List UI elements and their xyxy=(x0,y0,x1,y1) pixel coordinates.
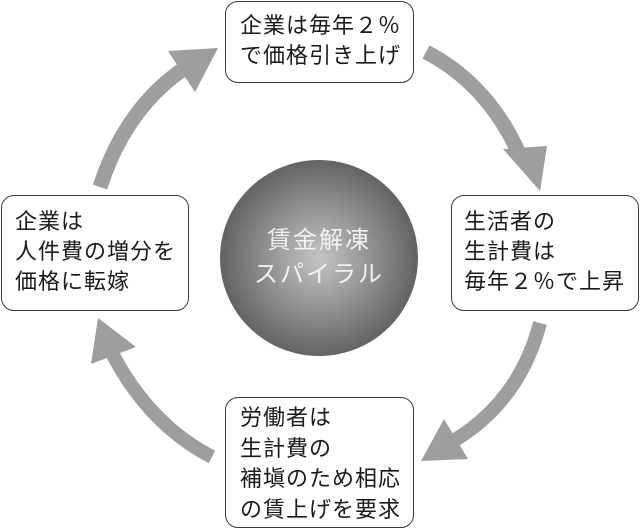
step-text-line: 企業は毎年２％ xyxy=(240,14,402,39)
step-text-line: の賃上げを要求 xyxy=(240,497,402,523)
step-text-line: 生計費は xyxy=(464,240,557,265)
arrow-top-to-right xyxy=(422,45,547,191)
step-text-line: 労働者は xyxy=(240,406,333,431)
step-box-living-cost-rise: 生活者の 生計費は 毎年２％で上昇 xyxy=(451,195,639,311)
step-box-wage-demand: 労働者は 生計費の 補塡のため相応 の賃上げを要求 xyxy=(225,397,414,528)
step-text-line: 生活者の xyxy=(464,210,557,235)
step-text-line: 人件費の増分を xyxy=(15,240,177,265)
arrow-right-to-bottom xyxy=(421,321,547,461)
arrow-bottom-to-left xyxy=(91,318,216,464)
arrow-left-to-top xyxy=(92,48,218,190)
step-text-line: 補塡のため相応 xyxy=(240,467,402,492)
center-sphere: 賃金解凍 スパイラル xyxy=(220,160,418,356)
step-text-line: で価格引き上げ xyxy=(240,44,402,69)
step-box-cost-pass-through: 企業は 人件費の増分を 価格に転嫁 xyxy=(1,195,189,311)
step-text-line: 毎年２％で上昇 xyxy=(464,270,626,295)
center-title-line-1: 賃金解凍 xyxy=(267,226,371,254)
step-text-line: 生計費の xyxy=(240,436,333,462)
step-box-price-increase: 企業は毎年２％ で価格引き上げ xyxy=(225,1,414,83)
step-text-line: 価格に転嫁 xyxy=(15,270,131,295)
center-title-line-2: スパイラル xyxy=(254,260,384,288)
step-text-line: 企業は xyxy=(15,210,85,235)
